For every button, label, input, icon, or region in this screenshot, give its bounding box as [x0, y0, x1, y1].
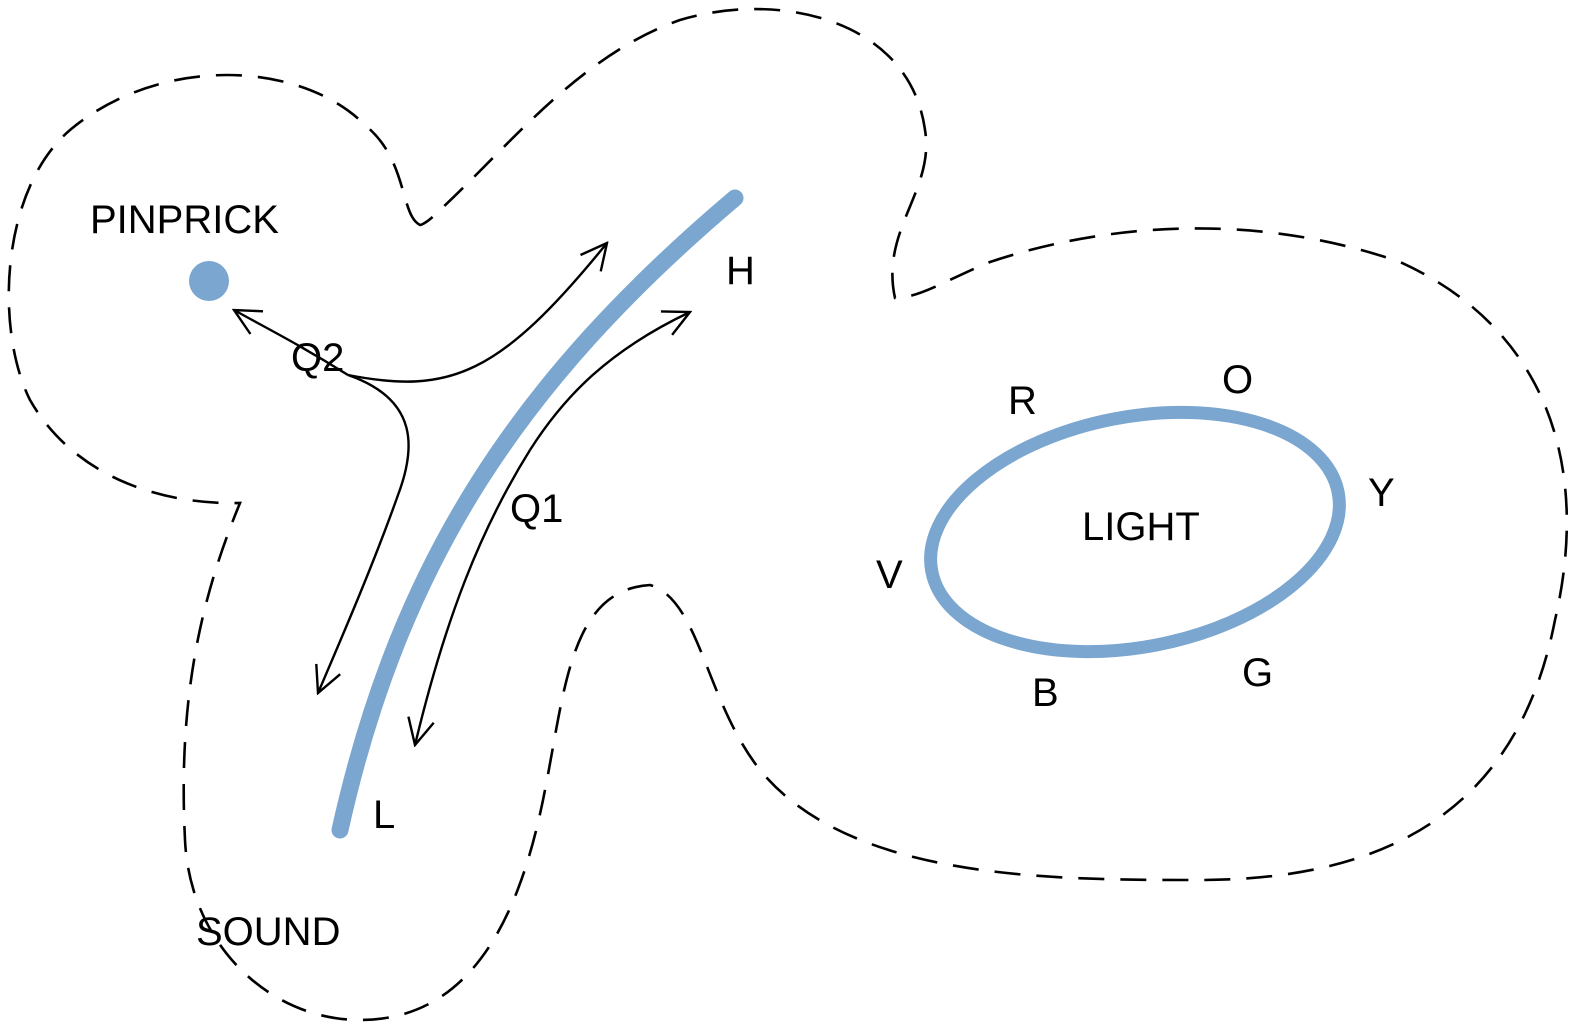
intensity-dimension-curve: [331, 189, 744, 839]
q2-arrow-to-high: [347, 243, 607, 383]
sensory-space-boundary: [7, 7, 1569, 1022]
low-label: L: [373, 793, 395, 837]
red-label: R: [1008, 379, 1037, 423]
violet-label: V: [876, 553, 903, 597]
q1-arrow-down: [415, 449, 532, 745]
yellow-label: Y: [1368, 471, 1395, 515]
q2-label: Q2: [291, 336, 344, 380]
q2-arrow-to-low: [318, 373, 410, 693]
light-label: LIGHT: [1082, 505, 1200, 549]
q1-arrow-up: [528, 312, 690, 451]
orange-label: O: [1222, 358, 1253, 402]
green-label: G: [1242, 651, 1273, 695]
hue-circle: [924, 405, 1346, 659]
pinprick-point: [189, 261, 229, 301]
q2-arrow-to-pinprick: [234, 310, 349, 377]
sound-label: SOUND: [196, 910, 340, 954]
pinprick-label: PINPRICK: [90, 198, 279, 242]
q1-label: Q1: [510, 487, 563, 531]
high-label: H: [726, 249, 755, 293]
blue-label: B: [1032, 671, 1059, 715]
